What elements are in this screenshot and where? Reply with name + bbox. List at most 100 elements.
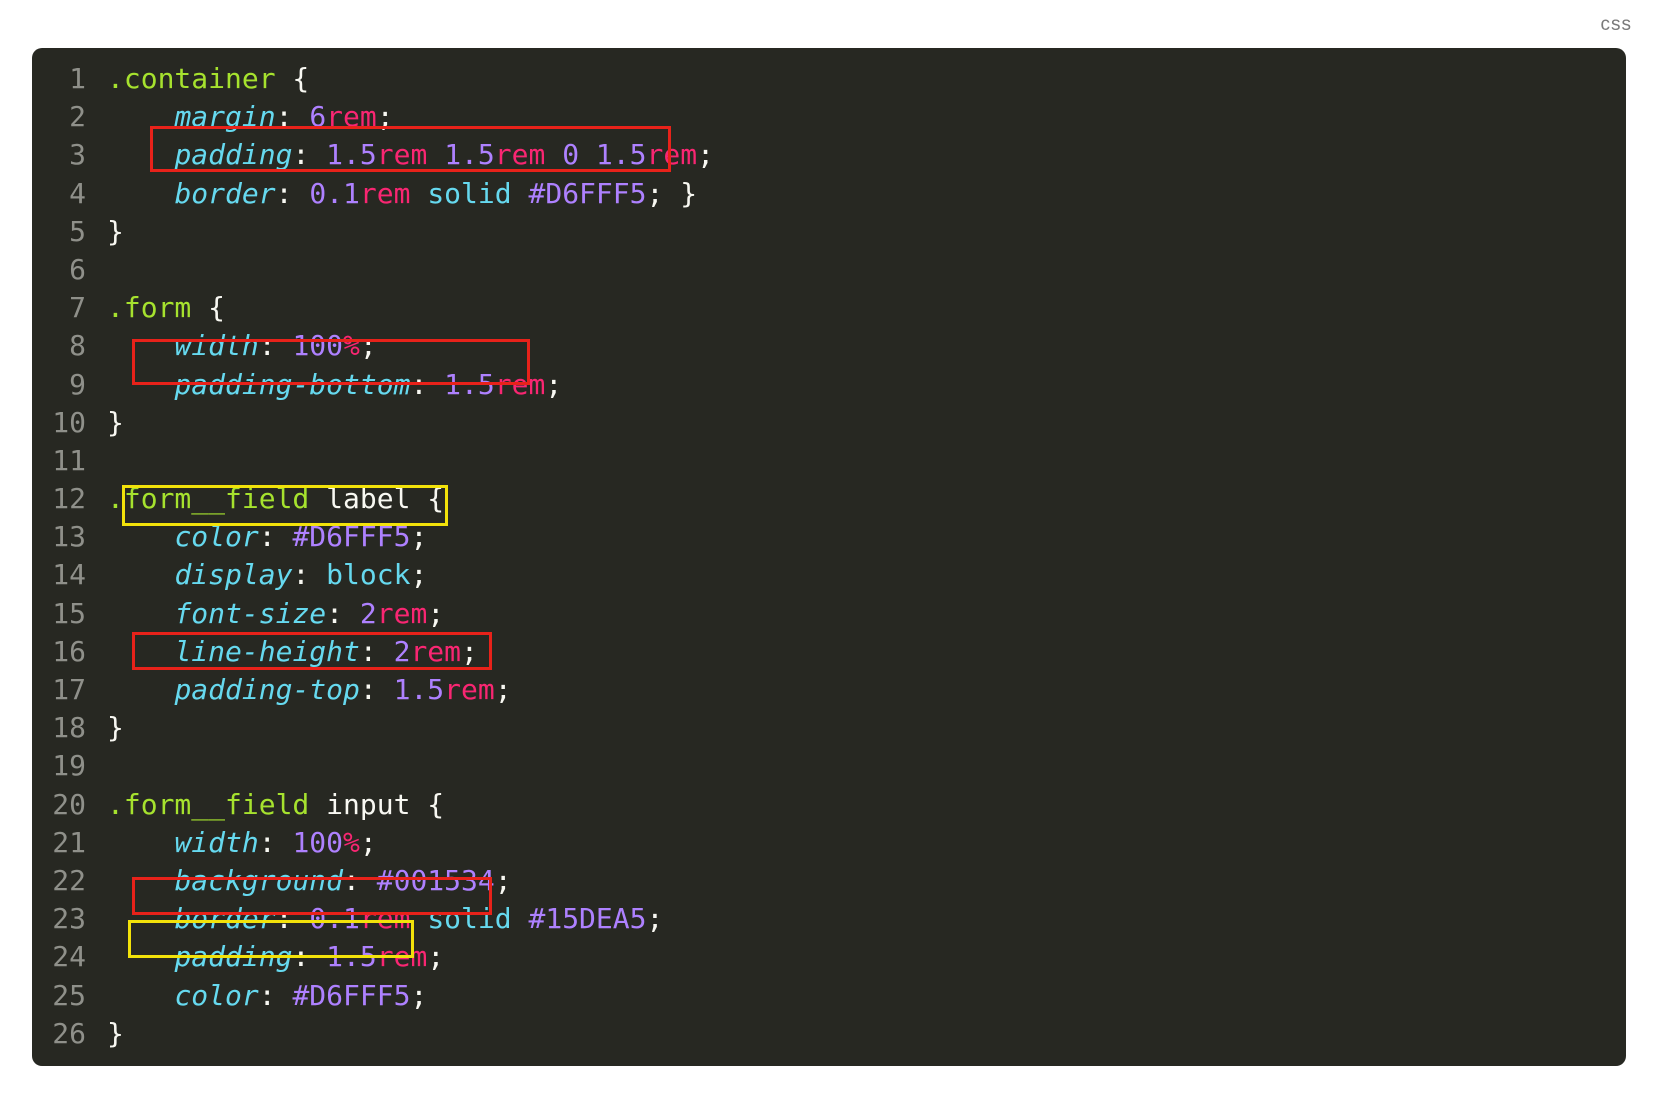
code-unit: rem: [410, 634, 462, 668]
code-line-22: 22 background: #001534;: [32, 862, 1626, 900]
code-line-20: 20.form__field input {: [32, 786, 1626, 824]
code-punctuation: [107, 979, 174, 1012]
code-selector: .form__field: [107, 787, 310, 821]
code-text: }: [107, 404, 124, 442]
language-label: css: [1600, 14, 1632, 35]
code-text: padding: 1.5rem 1.5rem 0 1.5rem;: [107, 136, 714, 174]
code-punctuation: [512, 902, 529, 935]
code-number: 100: [292, 329, 344, 363]
code-selector: .form: [107, 291, 192, 325]
code-punctuation: {: [410, 482, 445, 516]
code-line-5: 5}: [32, 213, 1626, 251]
code-punctuation: [427, 138, 444, 171]
code-punctuation: :: [410, 367, 445, 401]
code-punctuation: :: [275, 100, 310, 134]
code-text: border: 0.1rem solid #15DEA5;: [107, 900, 663, 938]
line-number: 17: [52, 673, 86, 706]
code-punctuation: [107, 864, 174, 897]
code-line-10: 10}: [32, 404, 1626, 442]
line-number: 24: [52, 940, 86, 974]
line-number: 6: [69, 252, 86, 286]
code-punctuation: ;: [646, 902, 664, 936]
code-punctuation: :: [258, 329, 293, 363]
code-text: padding: 1.5rem;: [107, 938, 444, 976]
code-number: 6: [309, 100, 327, 134]
code-number: 0: [562, 138, 580, 172]
code-punctuation: :: [258, 520, 293, 554]
code-number: 1.5: [444, 138, 495, 172]
code-property: font-size: [174, 596, 327, 630]
code-punctuation: [107, 100, 174, 133]
code-unit: %: [343, 825, 360, 859]
code-punctuation: ;: [427, 940, 445, 974]
code-block: 1.container {2 margin: 6rem;3 padding: 1…: [32, 48, 1626, 1066]
code-punctuation: ;: [494, 863, 512, 897]
code-punctuation: :: [275, 176, 310, 210]
line-number: 19: [52, 749, 86, 783]
code-line-21: 21 width: 100%;: [32, 824, 1626, 862]
code-property: background: [174, 863, 344, 897]
code-punctuation: ; }: [646, 176, 698, 210]
code-line-15: 15 font-size: 2rem;: [32, 595, 1626, 633]
code-number: 1.5: [595, 138, 647, 172]
code-punctuation: [107, 368, 174, 401]
code-punctuation: {: [275, 62, 310, 95]
code-property: padding: [174, 138, 293, 172]
code-punctuation: [107, 635, 174, 668]
code-line-4: 4 border: 0.1rem solid #D6FFF5; }: [32, 175, 1626, 213]
code-line-26: 26}: [32, 1015, 1626, 1053]
code-number: 2: [359, 596, 377, 630]
code-line-14: 14 display: block;: [32, 556, 1626, 594]
line-number: 8: [69, 329, 86, 363]
code-line-2: 2 margin: 6rem;: [32, 98, 1626, 136]
code-element: input: [309, 787, 411, 821]
code-punctuation: ;: [376, 100, 394, 134]
code-text: padding-top: 1.5rem;: [107, 671, 511, 709]
code-text: .form__field label {: [107, 480, 444, 518]
code-unit: rem: [376, 940, 428, 974]
code-punctuation: [107, 673, 174, 706]
code-line-13: 13 color: #D6FFF5;: [32, 518, 1626, 556]
code-text: line-height: 2rem;: [107, 633, 478, 671]
code-keyword: solid: [427, 902, 512, 936]
code-text: display: block;: [107, 556, 427, 594]
line-number: 14: [52, 558, 86, 592]
code-text: background: #001534;: [107, 862, 512, 900]
code-punctuation: :: [258, 825, 293, 859]
line-number: 13: [52, 520, 86, 554]
code-punctuation: :: [343, 863, 377, 897]
code-color-value: #001534: [376, 863, 495, 897]
line-number: 12: [52, 482, 86, 516]
code-unit: rem: [359, 176, 411, 210]
code-text: .form {: [107, 289, 225, 327]
code-punctuation: [512, 177, 529, 210]
code-keyword: block: [326, 558, 411, 592]
code-number: 2: [393, 634, 411, 668]
code-line-17: 17 padding-top: 1.5rem;: [32, 671, 1626, 709]
code-number: 1.5: [326, 940, 377, 974]
code-punctuation: :: [292, 558, 327, 592]
code-number: 0.1: [309, 902, 360, 936]
code-color-value: #D6FFF5: [292, 520, 411, 554]
line-number: 25: [52, 978, 86, 1012]
code-punctuation: [107, 329, 174, 362]
code-punctuation: [410, 902, 427, 935]
code-property: padding-top: [174, 673, 360, 706]
line-number: 3: [69, 138, 86, 172]
code-line-6: 6: [32, 251, 1626, 289]
line-number: 1: [69, 62, 86, 95]
code-property: width: [174, 825, 259, 859]
line-number: 10: [52, 405, 86, 439]
code-unit: rem: [494, 367, 546, 401]
code-color-value: #D6FFF5: [528, 176, 647, 210]
code-unit: rem: [494, 138, 546, 172]
code-property: margin: [174, 100, 276, 134]
code-punctuation: :: [258, 978, 293, 1012]
code-text: font-size: 2rem;: [107, 595, 444, 633]
code-punctuation: {: [191, 291, 226, 325]
code-punctuation: :: [275, 902, 310, 936]
line-number: 21: [52, 825, 86, 859]
code-property: border: [174, 176, 276, 210]
code-punctuation: ;: [427, 596, 445, 630]
code-punctuation: ;: [461, 634, 478, 668]
